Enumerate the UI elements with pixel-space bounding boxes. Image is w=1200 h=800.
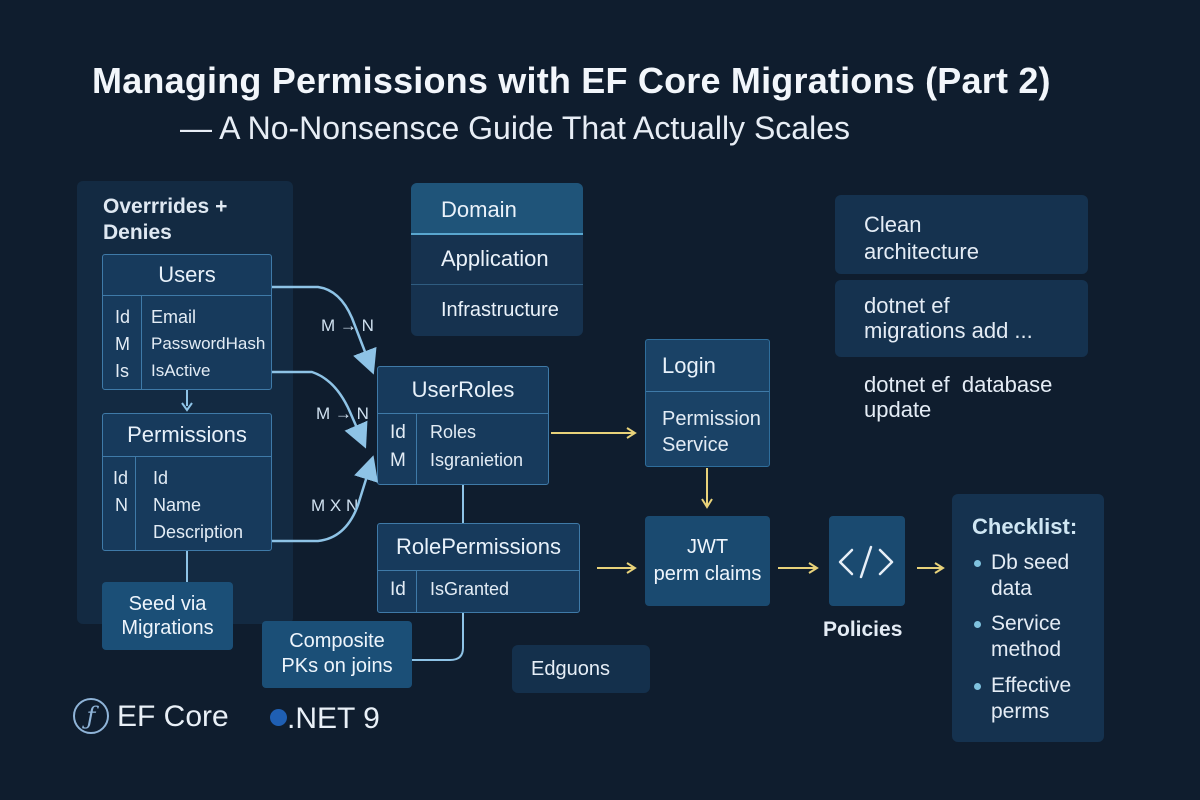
user-roles-key-column: [416, 413, 417, 484]
ef-core-label: EF Core: [117, 700, 229, 733]
ef-core-logo-letter: ƒ: [86, 702, 96, 730]
users-key-3: Is: [115, 361, 130, 381]
migrations-add-command: dotnet ef migrations add ...: [864, 293, 1033, 343]
relation-label-3: M X N: [311, 496, 359, 515]
permissions-key-column: [135, 456, 136, 550]
permissions-field-3: Description: [153, 522, 244, 542]
clean-architecture-heading: Clean architecture: [864, 212, 979, 264]
user-roles-table-name: UserRoles: [378, 367, 548, 414]
page-title: Managing Permissions with EF Core Migrat…: [92, 60, 1051, 101]
user-roles-field-1: Roles: [430, 422, 477, 442]
relation-label-2: M → N: [316, 404, 369, 423]
user-roles-field-2: Isgranietion: [430, 450, 524, 470]
policies-box[interactable]: [829, 516, 905, 606]
login-box[interactable]: Login Permission Service: [645, 339, 770, 467]
arrow-jwt-policies-head: [808, 562, 819, 574]
permissions-table-name: Permissions: [103, 414, 271, 457]
page-subtitle: — A No-Nonsensce Guide That Actually Sca…: [180, 110, 850, 146]
users-key-2: M: [115, 334, 130, 354]
database-update-command: dotnet ef database update: [864, 372, 1053, 422]
layer-domain: Domain: [441, 197, 517, 222]
overrides-panel: [77, 181, 293, 624]
role-permissions-table-name: RolePermissions: [378, 524, 579, 571]
arrow-userroles-login-head: [626, 427, 637, 439]
seed-via-migrations-chip: Seed via Migrations: [102, 582, 233, 650]
users-field-2: PasswordHash: [151, 334, 266, 353]
ef-core-logo-icon: ƒ: [73, 698, 109, 734]
checklist-panel: [952, 494, 1104, 742]
role-permissions-key-1: Id: [390, 579, 406, 600]
arrow-login-jwt-head: [701, 498, 713, 509]
role-permissions-table[interactable]: RolePermissions Id IsGranted: [377, 523, 580, 613]
user-roles-table[interactable]: UserRoles Id M Roles Isgranietion: [377, 366, 549, 485]
checklist-bullet-3: [974, 683, 981, 690]
checklist-item-2: Service method: [991, 612, 1062, 661]
composite-pks-chip: Composite PKs on joins: [262, 621, 412, 688]
permissions-key-2: N: [115, 495, 128, 515]
user-roles-key-1: Id: [390, 422, 406, 443]
users-table-name: Users: [103, 255, 271, 296]
role-permissions-key-column: [416, 570, 417, 612]
checklist-title: Checklist:: [972, 514, 1078, 539]
checklist-item-1: Db seed data: [991, 551, 1070, 600]
permissions-key-1: Id: [113, 468, 129, 488]
layer-divider: [411, 284, 583, 285]
users-field-3: IsActive: [151, 361, 211, 380]
permissions-table[interactable]: Permissions Id N Id Name Description: [102, 413, 272, 551]
dotnet-label: .NET 9: [287, 702, 380, 735]
users-table[interactable]: Users Id M Is Email PasswordHash IsActiv…: [102, 254, 272, 390]
dotnet-logo-icon: [270, 709, 287, 726]
login-title: Login: [646, 340, 769, 392]
permissions-field-2: Name: [153, 495, 202, 515]
clean-architecture-card: [835, 195, 1088, 274]
connector-rolepermissions-composite: [412, 613, 464, 661]
users-key-1: Id: [115, 307, 131, 327]
arrow-policies-checklist-head: [934, 562, 945, 574]
checklist-bullet-1: [974, 560, 981, 567]
edguons-label: Edguons: [531, 658, 610, 680]
user-roles-key-2: M: [390, 450, 406, 471]
users-field-1: Email: [151, 307, 197, 327]
layer-application: Application: [441, 246, 549, 271]
migrations-add-card: [835, 280, 1088, 357]
checklist-item-3: Effective perms: [991, 674, 1072, 723]
overrides-panel-title: Overrrides + Denies: [103, 195, 228, 244]
permission-service-label: Permission Service: [662, 408, 761, 456]
jwt-box: JWT perm claims: [645, 516, 770, 606]
role-permissions-field-1: IsGranted: [430, 579, 510, 599]
layer-infrastructure: Infrastructure: [441, 299, 559, 321]
arrow-rolepermissions-jwt-head: [626, 562, 637, 574]
layers-box: Domain Application Infrastructure: [411, 183, 583, 336]
checklist-bullet-2: [974, 621, 981, 628]
layer-domain-band: [411, 183, 583, 235]
edguons-chip: Edguons: [512, 645, 650, 693]
users-key-column: [141, 295, 142, 389]
permissions-field-1: Id: [153, 468, 169, 488]
relation-label-1: M → N: [321, 316, 374, 335]
policies-label: Policies: [823, 618, 903, 641]
